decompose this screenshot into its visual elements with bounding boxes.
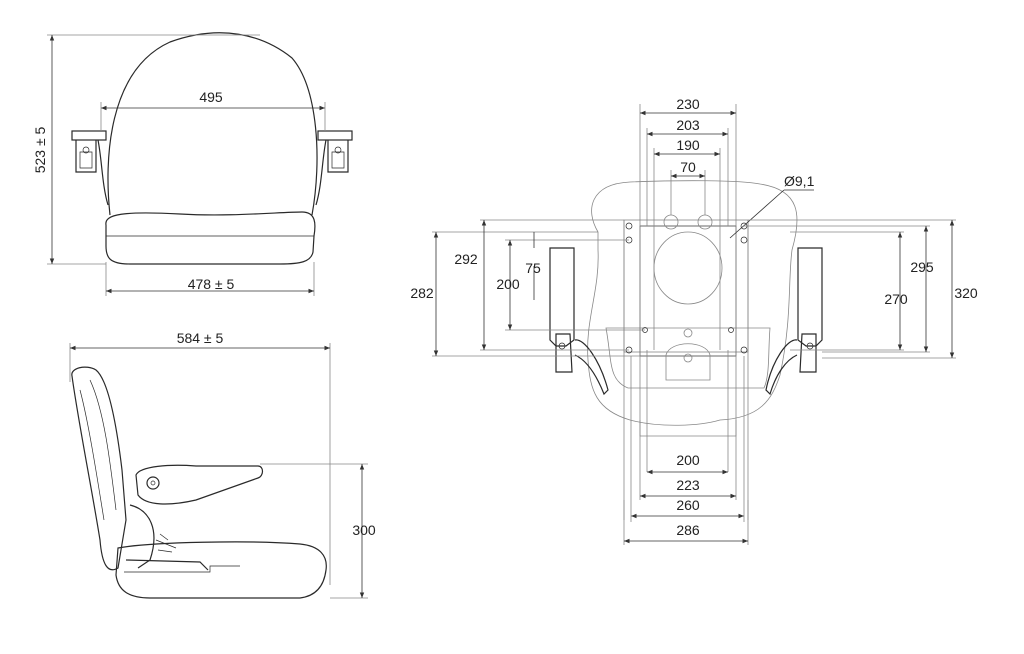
dim-right-320: 320 xyxy=(954,285,978,301)
side-backrest xyxy=(71,366,127,571)
dim-right-295: 295 xyxy=(910,259,934,275)
mounting-plate xyxy=(639,225,737,357)
right-armrest-bracket xyxy=(315,130,353,206)
backrest-outline xyxy=(107,32,318,216)
dim-side-depth: 584 ± 5 xyxy=(177,330,224,346)
front-view: 495 523 ± 5 478 ± 5 xyxy=(32,32,353,296)
seat-cushion xyxy=(105,211,316,265)
dim-top-230: 230 xyxy=(676,96,700,112)
dim-bottom-286: 286 xyxy=(676,522,700,538)
side-armrest xyxy=(135,464,264,505)
dim-left-200: 200 xyxy=(496,276,520,292)
dim-bottom-223: 223 xyxy=(676,477,700,493)
dim-left-282: 282 xyxy=(410,285,434,301)
dim-bottom-200: 200 xyxy=(676,452,700,468)
dim-top-203: 203 xyxy=(676,117,700,133)
left-armrest-bracket xyxy=(71,130,109,206)
bottom-view: 230 203 190 70 Ø9,1 292 282 75 200 2 xyxy=(410,96,978,545)
dim-front-height: 523 ± 5 xyxy=(32,126,48,173)
bottom-right-armrest xyxy=(765,247,823,396)
dim-top-70: 70 xyxy=(680,159,696,175)
dim-bottom-260: 260 xyxy=(676,497,700,513)
dim-top-190: 190 xyxy=(676,137,700,153)
dim-left-75: 75 xyxy=(525,260,541,276)
dim-left-292: 292 xyxy=(454,251,478,267)
side-view: 584 ± 5 300 xyxy=(69,330,376,599)
side-seat-cushion xyxy=(115,541,327,599)
bottom-left-armrest xyxy=(549,247,609,396)
seat-outline xyxy=(587,180,798,426)
dim-side-armrest-height: 300 xyxy=(352,522,376,538)
dim-hole-diameter: Ø9,1 xyxy=(784,173,815,189)
dim-front-width-bottom: 478 ± 5 xyxy=(188,276,235,292)
dim-right-270: 270 xyxy=(884,291,908,307)
dim-front-width-top: 495 xyxy=(199,89,223,105)
